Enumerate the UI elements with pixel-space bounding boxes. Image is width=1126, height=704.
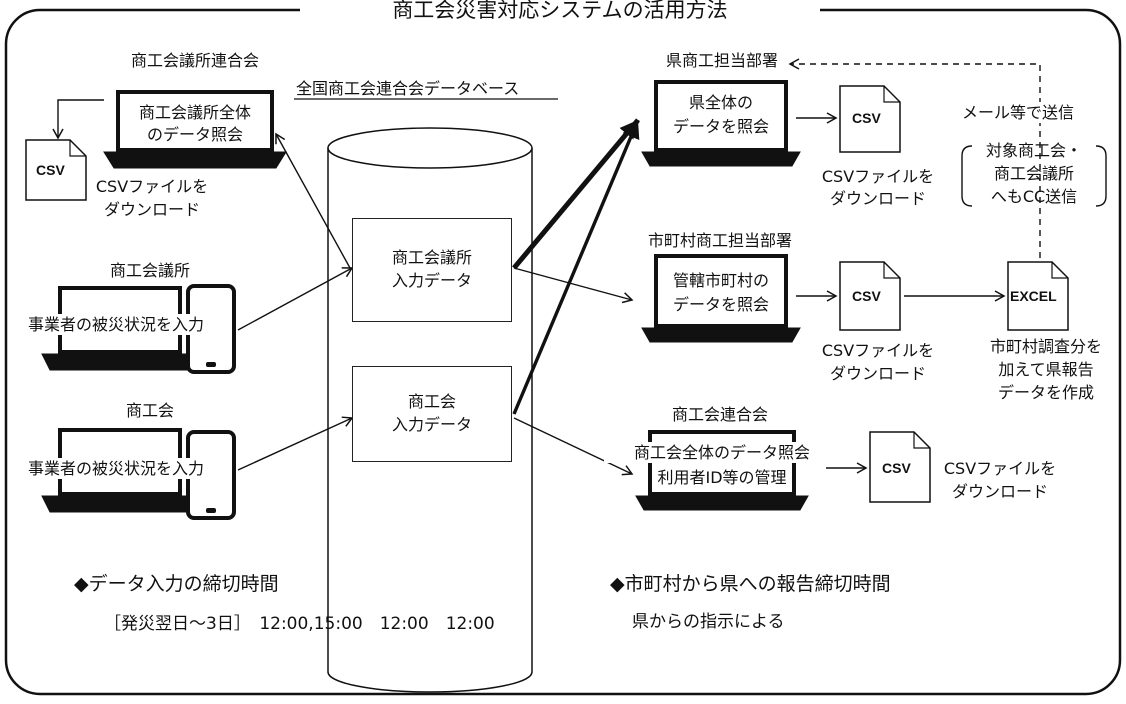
municipality-download-line1: CSVファイルを (821, 341, 935, 360)
page-title: 商工会災害対応システムの活用方法 (300, 0, 820, 24)
federation-download-line1: CSVファイルを (95, 177, 209, 196)
csv-file-icon-prefecture (839, 85, 901, 153)
federation-heading: 商工会議所連合会 (130, 51, 259, 70)
federation-screen-line1: 商工会議所全体 (138, 103, 251, 122)
excel-note-line1: 市町村調査分を (989, 337, 1102, 356)
arrow-chamber-phone-to-db (237, 267, 354, 331)
laptop-prefecture (641, 80, 801, 167)
arrow-federation-to-csv (52, 99, 104, 140)
csv-file-icon-federation (25, 139, 87, 201)
association-screen-line2: 利用者ID等の管理 (657, 468, 787, 487)
chamber-input-data-line2: 入力データ (391, 271, 472, 290)
excel-file-icon (1007, 261, 1069, 331)
association-download-line1: CSVファイルを (943, 459, 1057, 478)
prefecture-download-line1: CSVファイルを (821, 167, 935, 186)
prefecture-download-line2: ダウンロード (829, 189, 926, 208)
csv-file-icon-municipality (839, 261, 901, 331)
cc-note-bracket-left (961, 145, 973, 207)
excel-label: EXCEL (1010, 288, 1057, 304)
commerce-input-data-line1: 商工会 (407, 392, 456, 411)
prefecture-screen-line1: 県全体の (688, 93, 753, 112)
municipality-screen-line1: 管轄市町村の (672, 271, 769, 290)
association-screen-line1: 商工会全体のデータ照会 (604, 442, 840, 463)
laptop-municipality (641, 254, 801, 343)
csv-file-icon-association (869, 431, 931, 503)
commerce-input-screen-text: 事業者の被災状況を入力 (28, 458, 205, 479)
laptop-association (635, 430, 809, 511)
laptop-federation (103, 90, 287, 169)
association-download-line2: ダウンロード (951, 482, 1048, 501)
chamber-heading: 商工会議所 (109, 261, 190, 280)
input-deadline-heading: ◆データ入力の締切時間 (74, 573, 279, 595)
mail-send-label: メール等で送信 (960, 102, 1077, 123)
prefecture-heading: 県商工担当部署 (665, 51, 778, 70)
arrow-db-chamber-to-prefecture (512, 118, 640, 270)
municipality-screen-line2: データを照会 (672, 295, 769, 314)
commerce-input-data-box: 商工会 入力データ (352, 366, 512, 462)
excel-note-line3: データを作成 (997, 383, 1094, 402)
arrow-excel-to-prefecture-dashed (788, 58, 1041, 258)
commerce-input-data-line2: 入力データ (391, 415, 472, 434)
csv-label-prefecture: CSV (852, 110, 881, 126)
cc-note-line2: 商工会議所 (993, 164, 1074, 183)
municipality-heading: 市町村商工担当部署 (647, 231, 792, 250)
csv-label-federation: CSV (36, 162, 65, 178)
input-deadline-detail: ［発災翌日～3日］ 12:00,15:00 12:00 12:00 (104, 614, 495, 634)
excel-note-line2: 加えて県報告 (998, 360, 1094, 379)
commerce-heading: 商工会 (125, 401, 174, 420)
chamber-input-screen-text: 事業者の被災状況を入力 (28, 314, 205, 335)
database-label: 全国商工会連合会データベース (296, 79, 520, 98)
arrow-db-chamber-to-municipality (513, 267, 634, 304)
arrow-db-commerce-to-association (513, 417, 634, 476)
federation-download-line2: ダウンロード (103, 200, 200, 219)
chamber-input-data-box: 商工会議所 入力データ (352, 218, 512, 322)
csv-label-municipality: CSV (852, 288, 881, 304)
arrow-commerce-phone-to-db (237, 416, 354, 471)
prefecture-screen-line2: データを照会 (672, 117, 769, 136)
cc-note-bracket-right (1095, 145, 1107, 207)
arrow-db-to-federation (275, 132, 351, 269)
association-heading: 商工会連合会 (671, 405, 768, 424)
report-deadline-heading: ◆市町村から県への報告締切時間 (610, 573, 891, 595)
federation-screen-line2: のデータ照会 (146, 125, 243, 144)
chamber-input-data-line1: 商工会議所 (391, 248, 472, 267)
municipality-download-line2: ダウンロード (829, 364, 926, 383)
csv-label-association: CSV (882, 460, 911, 476)
cc-note-line3: へもCC送信 (990, 187, 1078, 206)
report-deadline-detail: 県からの指示による (632, 612, 785, 632)
cc-note-line1: 対象商工会・ (985, 141, 1082, 160)
arrow-db-commerce-to-prefecture (512, 119, 640, 415)
